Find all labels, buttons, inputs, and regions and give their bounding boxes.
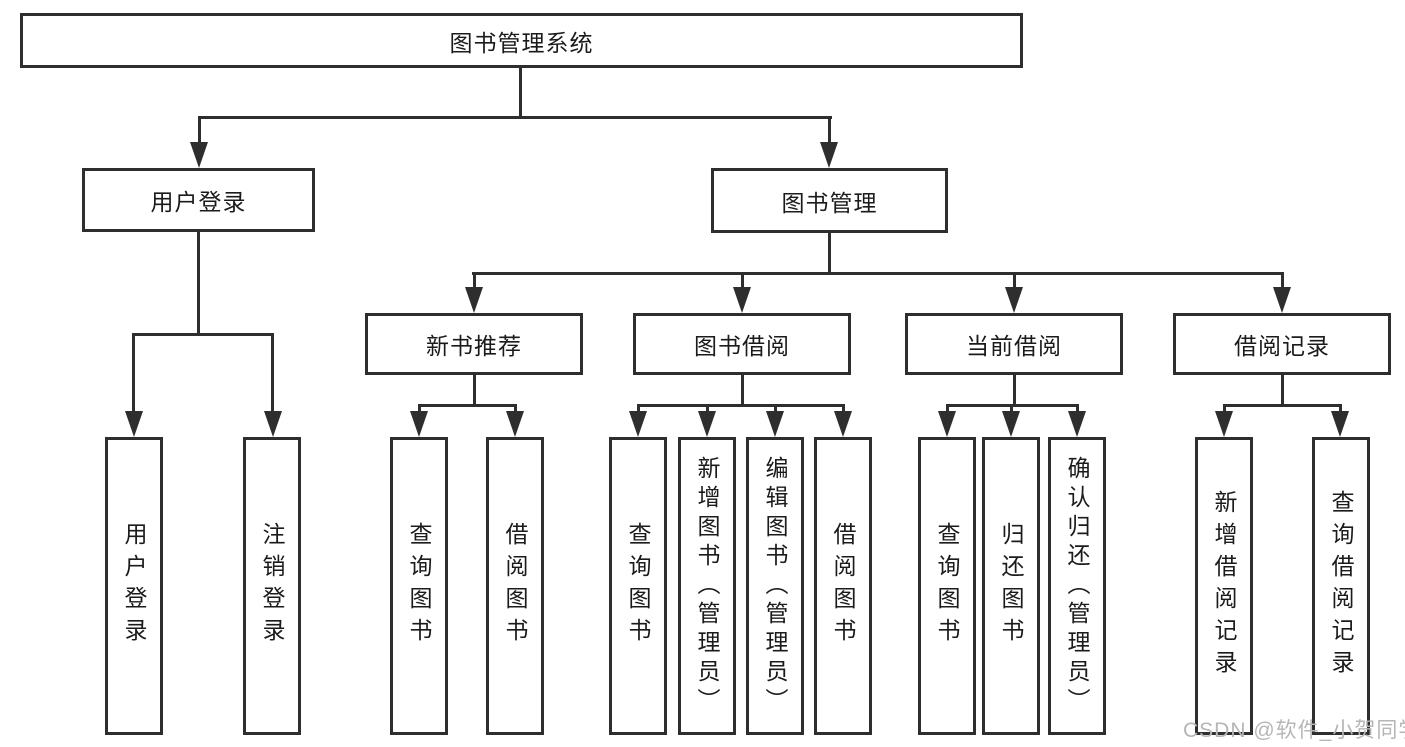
csdn-watermark: CSDN @软件_小贺同学 <box>1183 719 1405 742</box>
leaf-logout: 注销登录 <box>243 437 301 735</box>
node-user-login: 用户登录 <box>82 168 315 232</box>
connector-drop-bb4 <box>842 404 845 413</box>
node-root-system: 图书管理系统 <box>20 13 1023 68</box>
connector-drop-current-borrow <box>1013 272 1016 290</box>
leaf-current-return-books: 归还图书 <box>982 437 1040 735</box>
connector-level3-hline <box>472 272 1284 275</box>
leaf-borrow-borrow-books: 借阅图书 <box>814 437 872 735</box>
arrow-nb1 <box>410 411 428 437</box>
leaf-records-query-record-label: 查询借阅记录 <box>1328 490 1354 682</box>
leaf-current-query-books: 查询图书 <box>918 437 976 735</box>
connector-newbooks-hline <box>418 404 517 407</box>
leaf-current-query-books-label: 查询图书 <box>934 522 960 650</box>
connector-user-hline <box>132 333 274 336</box>
connector-drop-br2 <box>1339 404 1342 413</box>
connector-drop-book-borrow <box>741 272 744 290</box>
leaf-borrow-borrow-books-label: 借阅图书 <box>830 522 856 650</box>
node-current-borrow: 当前借阅 <box>905 313 1123 375</box>
arrow-new-books <box>465 287 483 313</box>
connector-mgmt-trunk <box>828 233 831 275</box>
leaf-borrow-query-books-label: 查询图书 <box>625 522 651 650</box>
connector-drop-br1 <box>1223 404 1226 413</box>
arrow-bb4 <box>834 411 852 437</box>
connector-records-hline <box>1223 404 1342 407</box>
leaf-current-return-books-label: 归还图书 <box>998 522 1024 650</box>
node-new-books: 新书推荐 <box>365 313 583 375</box>
arrow-user-leaf1 <box>125 411 143 437</box>
leaf-borrow-edit-books-admin-label: 编辑图书（管理员） <box>762 455 788 717</box>
arrow-cb2 <box>1002 411 1020 437</box>
connector-drop-user-leaf1 <box>132 333 135 413</box>
node-book-borrow: 图书借阅 <box>633 313 851 375</box>
arrow-bb3 <box>766 411 784 437</box>
leaf-borrow-query-books: 查询图书 <box>609 437 667 735</box>
arrow-current-borrow <box>1005 287 1023 313</box>
arrow-br1 <box>1215 411 1233 437</box>
arrow-cb1 <box>938 411 956 437</box>
connector-drop-bb2 <box>706 404 709 413</box>
arrow-bb1 <box>629 411 647 437</box>
connector-newbooks-trunk <box>473 375 476 407</box>
connector-drop-nb2 <box>514 404 517 413</box>
arrow-user-leaf2 <box>264 411 282 437</box>
connector-drop-borrow-records <box>1281 272 1284 290</box>
leaf-newbooks-query-books-label: 查询图书 <box>406 522 432 650</box>
leaf-records-query-record: 查询借阅记录 <box>1312 437 1370 735</box>
connector-drop-cb3 <box>1076 404 1079 413</box>
connector-drop-bb1 <box>637 404 640 413</box>
leaf-newbooks-query-books: 查询图书 <box>390 437 448 735</box>
connector-borrow-hline <box>637 404 845 407</box>
connector-level1-hline <box>198 116 832 119</box>
node-book-mgmt: 图书管理 <box>711 168 948 233</box>
leaf-newbooks-borrow-books: 借阅图书 <box>486 437 544 735</box>
leaf-borrow-edit-books-admin: 编辑图书（管理员） <box>746 437 804 735</box>
connector-root-trunk <box>519 68 522 119</box>
leaf-records-add-record-label: 新增借阅记录 <box>1211 490 1237 682</box>
connector-drop-nb1 <box>418 404 421 413</box>
arrow-book-borrow <box>733 287 751 313</box>
leaf-current-confirm-return-admin-label: 确认归还（管理员） <box>1064 455 1090 717</box>
leaf-user-login-label: 用户登录 <box>121 522 147 650</box>
leaf-logout-label: 注销登录 <box>259 522 285 650</box>
leaf-newbooks-borrow-books-label: 借阅图书 <box>502 522 528 650</box>
leaf-borrow-add-books-admin: 新增图书（管理员） <box>678 437 736 735</box>
connector-drop-bb3 <box>774 404 777 413</box>
connector-drop-book-mgmt <box>828 116 831 144</box>
arrow-bb2 <box>698 411 716 437</box>
connector-drop-user-login <box>198 116 201 144</box>
leaf-borrow-add-books-admin-label: 新增图书（管理员） <box>694 455 720 717</box>
arrow-nb2 <box>506 411 524 437</box>
arrow-book-mgmt <box>820 142 838 168</box>
connector-drop-cb2 <box>1010 404 1013 413</box>
leaf-user-login: 用户登录 <box>105 437 163 735</box>
arrow-borrow-records <box>1273 287 1291 313</box>
arrow-user-login <box>190 142 208 168</box>
connector-drop-new-books <box>473 272 476 290</box>
connector-current-trunk <box>1013 375 1016 407</box>
connector-user-trunk <box>197 232 200 335</box>
leaf-records-add-record: 新增借阅记录 <box>1195 437 1253 735</box>
connector-drop-cb1 <box>946 404 949 413</box>
leaf-current-confirm-return-admin: 确认归还（管理员） <box>1048 437 1106 735</box>
connector-borrow-trunk <box>741 375 744 407</box>
node-borrow-records: 借阅记录 <box>1173 313 1391 375</box>
connector-drop-user-leaf2 <box>271 333 274 413</box>
arrow-br2 <box>1331 411 1349 437</box>
arrow-cb3 <box>1068 411 1086 437</box>
connector-records-trunk <box>1281 375 1284 407</box>
